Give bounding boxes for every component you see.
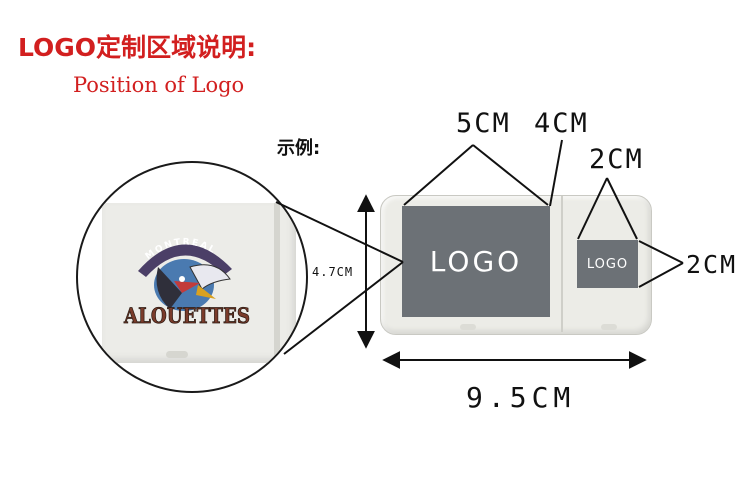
logo-arc-band <box>138 244 232 277</box>
zoom-leader-top <box>275 201 404 263</box>
logo-area-large-label: LOGO <box>429 245 523 278</box>
dimension-label-5cm: 5CM <box>456 108 511 139</box>
dimension-label-9-5cm: 9.5CM <box>466 381 576 414</box>
example-label: 示例: <box>277 138 321 159</box>
logo-area-small: LOGO <box>577 240 638 288</box>
dimension-label-2cm-height: 2CM <box>686 250 738 279</box>
zoom-leader-bottom <box>283 261 404 355</box>
sample-team-logo: MONTREAL ALOUETTES <box>123 237 251 328</box>
device-seam <box>561 196 563 332</box>
zoom-magnifier-circle: MONTREAL ALOUETTES <box>76 161 308 393</box>
logo-bird-beak <box>196 285 216 299</box>
page-title-cn: LOGO定制区域说明: <box>18 33 257 62</box>
page-subtitle-en: Position of Logo <box>73 73 245 97</box>
dimension-label-4-7cm: 4.7CM <box>312 265 354 279</box>
leader-2cm-left <box>577 177 608 240</box>
logo-bird-face <box>174 281 200 293</box>
logo-bird-wing-right <box>189 264 231 290</box>
leader-4cm <box>549 139 563 207</box>
leader-5cm-left <box>403 144 474 206</box>
dimension-label-4cm: 4CM <box>534 108 589 139</box>
leader-5cm-right <box>472 144 549 206</box>
leader-2cm-right <box>606 177 638 240</box>
logo-word-text: ALOUETTES <box>123 303 250 328</box>
dimension-label-2cm-width: 2CM <box>589 144 644 175</box>
logo-area-large: LOGO <box>402 206 550 317</box>
device-knob-left <box>460 324 476 330</box>
leader-2cm-height-bottom <box>638 262 684 288</box>
device-knob-right <box>601 324 617 330</box>
leader-2cm-height-top <box>638 240 684 264</box>
zoom-device-knob <box>166 351 188 358</box>
logo-bird-eye <box>179 276 185 282</box>
zoom-device-edge <box>274 203 280 363</box>
logo-area-small-label: LOGO <box>586 256 629 272</box>
logo-bird-wing <box>156 267 182 309</box>
